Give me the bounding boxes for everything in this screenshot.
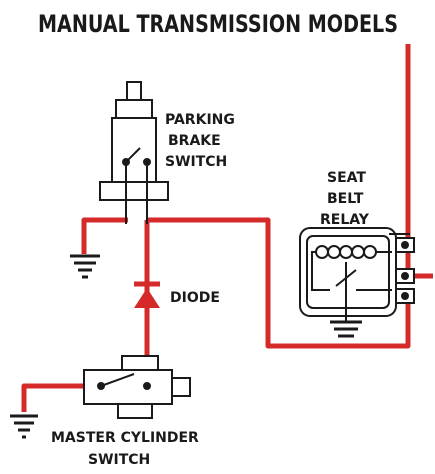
ground-icon	[70, 254, 100, 279]
diode-icon	[134, 281, 160, 308]
parking-brake-label-line2: BRAKE	[168, 133, 221, 149]
master-cylinder-label-line2: SWITCH	[88, 452, 150, 468]
master-cylinder-switch	[83, 355, 191, 419]
page-title: MANUAL TRANSMISSION MODELS	[38, 10, 398, 38]
seat-belt-relay	[299, 227, 415, 322]
wire-brake-to-relay	[147, 217, 411, 349]
relay-label-line3: RELAY	[320, 212, 370, 228]
master-cylinder-label-line1: MASTER CYLINDER	[51, 430, 199, 446]
diode-label: DIODE	[170, 290, 220, 306]
wire-master-ground	[21, 383, 86, 412]
master-ground-icon	[10, 414, 38, 439]
parking-brake-label-line3: SWITCH	[165, 154, 227, 170]
relay-label-line2: BELT	[327, 191, 364, 207]
coil-icon	[311, 245, 392, 291]
parking-brake-label-line1: PARKING	[165, 112, 235, 128]
relay-label-line1: SEAT	[327, 170, 366, 186]
relay-ground-icon	[330, 320, 362, 338]
parking-brake-switch	[99, 81, 169, 224]
wire-brake-ground	[81, 217, 128, 254]
